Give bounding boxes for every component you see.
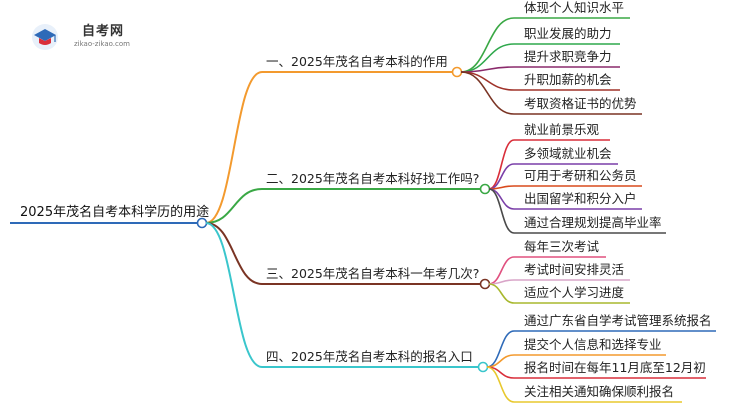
leaf-3-2-connector bbox=[488, 279, 515, 285]
branch-4-node-circle bbox=[477, 361, 489, 373]
leaf-1-4-connector bbox=[460, 71, 515, 91]
branch-2-label: 二、2025年茂名自考本科好找工作吗? bbox=[266, 171, 480, 186]
leaf-1-2-label: 职业发展的助力 bbox=[524, 26, 612, 41]
leaf-1-1-connector bbox=[460, 17, 515, 73]
root-node-label: 2025年茂名自考本科学历的用途 bbox=[20, 205, 210, 220]
leaf-4-4-connector bbox=[486, 366, 515, 403]
branch-3-connector bbox=[205, 222, 263, 285]
branch-3-label: 三、2025年茂名自考本科一年考几次? bbox=[266, 266, 480, 281]
logo: 自考网 zikao-zikao.com bbox=[30, 18, 150, 58]
leaf-1-5-label: 考取资格证书的优势 bbox=[524, 96, 637, 111]
graduation-cap-icon bbox=[32, 24, 58, 50]
leaf-2-5-label: 通过合理规划提高毕业率 bbox=[524, 215, 662, 230]
branch-1-label: 一、2025年茂名自考本科的作用 bbox=[266, 54, 448, 69]
leaf-4-3-label: 报名时间在每年11月底至12月初 bbox=[524, 360, 706, 375]
leaf-3-3-connector bbox=[488, 283, 515, 304]
branch-3-node-circle bbox=[479, 278, 491, 290]
leaf-3-3-label: 适应个人学习进度 bbox=[524, 285, 625, 300]
leaf-2-2-label: 多领域就业机会 bbox=[524, 146, 612, 161]
leaf-1-4-label: 升职加薪的机会 bbox=[524, 72, 612, 87]
leaf-2-3-label: 可用于考研和公务员 bbox=[524, 168, 637, 183]
logo-title: 自考网 bbox=[82, 24, 125, 39]
leaf-1-5-connector bbox=[460, 71, 515, 115]
leaf-1-1-label: 体现个人知识水平 bbox=[524, 0, 625, 15]
leaf-1-3-label: 提升求职竞争力 bbox=[524, 49, 612, 64]
branch-1-connector bbox=[205, 71, 263, 224]
branch-2-node-circle bbox=[479, 183, 491, 195]
leaf-4-1-label: 通过广东省自学考试管理系统报名 bbox=[524, 313, 712, 328]
leaf-2-2-connector bbox=[488, 163, 515, 190]
branch-2-connector bbox=[205, 188, 263, 224]
leaf-3-1-label: 每年三次考试 bbox=[524, 239, 600, 254]
leaf-4-2-label: 提交个人信息和选择专业 bbox=[524, 337, 662, 352]
branch-1-node-circle bbox=[451, 66, 463, 78]
branch-4-label: 四、2025年茂名自考本科的报名入口 bbox=[266, 349, 473, 364]
leaf-2-5-connector bbox=[488, 188, 515, 234]
leaf-2-4-connector bbox=[488, 188, 515, 210]
logo-url: zikao-zikao.com bbox=[74, 40, 130, 48]
leaf-2-1-label: 就业前景乐观 bbox=[524, 122, 600, 137]
leaf-2-4-label: 出国留学和积分入户 bbox=[524, 191, 637, 206]
leaf-4-4-label: 关注相关通知确保顺利报名 bbox=[524, 384, 675, 399]
branch-4-connector bbox=[205, 222, 263, 368]
leaf-3-2-label: 考试时间安排灵活 bbox=[524, 262, 625, 277]
